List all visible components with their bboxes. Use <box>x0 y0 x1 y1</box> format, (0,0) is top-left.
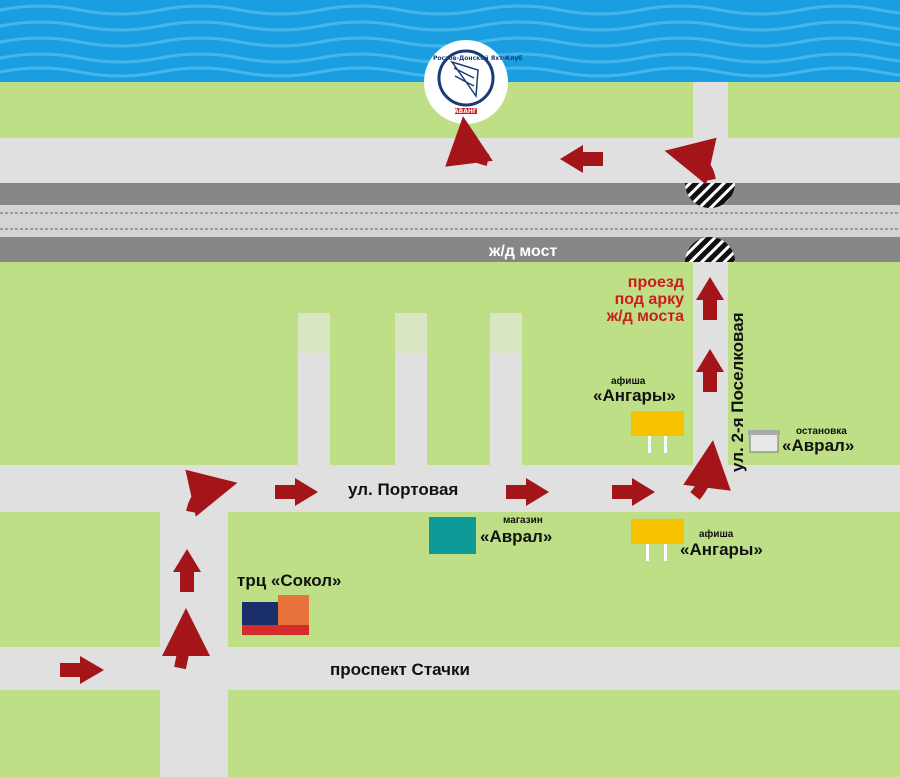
billboard2-name: «Ангары» <box>680 540 763 559</box>
turn-arrow-icon <box>683 440 731 500</box>
street-label-portovaya: ул. Портовая <box>348 480 459 499</box>
bus-stop-name: «Аврал» <box>782 436 855 455</box>
passage-label-line3: ж/д моста <box>606 308 684 325</box>
turn-arrow-icon <box>664 137 717 185</box>
route-arrow-icon <box>506 478 549 506</box>
billboard-icon[interactable] <box>631 411 684 453</box>
railway-strip-bottom <box>0 237 900 262</box>
yacht-club-logo-icon[interactable] <box>424 40 508 124</box>
bus-stop-caption: остановка <box>796 426 847 437</box>
passage-label-line1: проезд <box>627 274 684 291</box>
route-arrow-icon <box>173 549 201 592</box>
embankment-road[interactable] <box>0 138 900 183</box>
billboard2-caption: афиша <box>699 529 734 540</box>
bus-stop-icon[interactable] <box>748 430 780 453</box>
route-arrow-icon <box>60 656 104 684</box>
street-label-stachki: проспект Стачки <box>330 660 471 679</box>
portovaya-road[interactable] <box>0 465 900 512</box>
turn-arrow-icon <box>445 116 493 167</box>
shop-name: «Аврал» <box>480 527 553 546</box>
railway-strip-top <box>0 183 900 205</box>
railway-tracks <box>0 205 900 237</box>
route-arrow-icon <box>696 349 724 392</box>
billboard1-name: «Ангары» <box>593 386 676 405</box>
road-branch-top[interactable] <box>693 82 728 142</box>
route-arrow-icon <box>560 145 603 173</box>
shop-caption: магазин <box>503 515 543 526</box>
turn-arrow-icon <box>161 608 210 670</box>
route-arrow-icon <box>612 478 655 506</box>
sokol-mall-icon[interactable] <box>242 595 309 635</box>
logo-bottom-text: АВАНГАРД <box>454 108 492 115</box>
stachki-road[interactable] <box>0 647 900 690</box>
billboard1-caption: афиша <box>611 376 646 387</box>
shop-avral-icon[interactable] <box>429 517 476 554</box>
passage-label-line2: под арку <box>614 291 684 308</box>
route-arrow-icon <box>275 478 318 506</box>
bridge-marker-icon <box>685 237 735 262</box>
route-arrow-icon <box>696 277 724 320</box>
sokol-mall-label: трц «Сокол» <box>237 571 342 590</box>
logo-top-text: Ростов-Донской Яхт-Клуб <box>433 55 523 62</box>
bridge-label: ж/д мост <box>489 243 558 260</box>
street-label-poselkovaya: ул. 2-я Поселковая <box>728 312 747 472</box>
billboard-icon[interactable] <box>631 519 684 561</box>
turn-arrow-icon <box>185 469 238 517</box>
bridge-marker-icon <box>685 183 735 208</box>
